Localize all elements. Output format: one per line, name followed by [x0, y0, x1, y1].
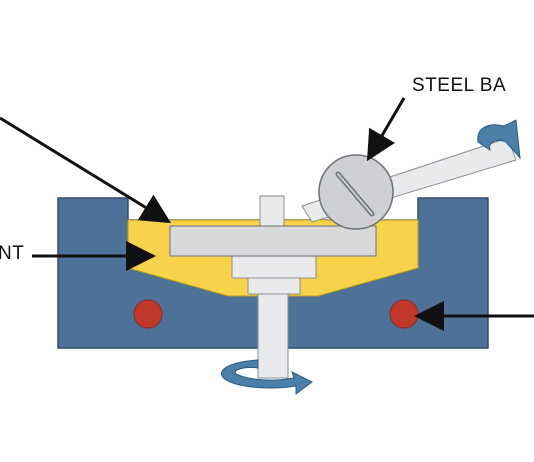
arrow-to-fluid-edge	[0, 116, 172, 224]
rotating-plate	[169, 225, 377, 257]
shaft-lower-collar	[247, 277, 301, 295]
pin-left	[133, 299, 163, 329]
shaft-collar	[231, 253, 317, 279]
shaft-top-stub	[259, 195, 285, 227]
steel-ball-label: STEEL BA	[412, 75, 507, 96]
vertical-shaft	[257, 277, 289, 379]
arrow-to-steel-ball	[366, 97, 406, 162]
pin-right	[389, 299, 419, 329]
rotation-arrow-bottom-icon	[220, 359, 313, 395]
partial-left-label: NT	[0, 243, 25, 264]
rotation-arrow-top-icon	[477, 119, 521, 160]
